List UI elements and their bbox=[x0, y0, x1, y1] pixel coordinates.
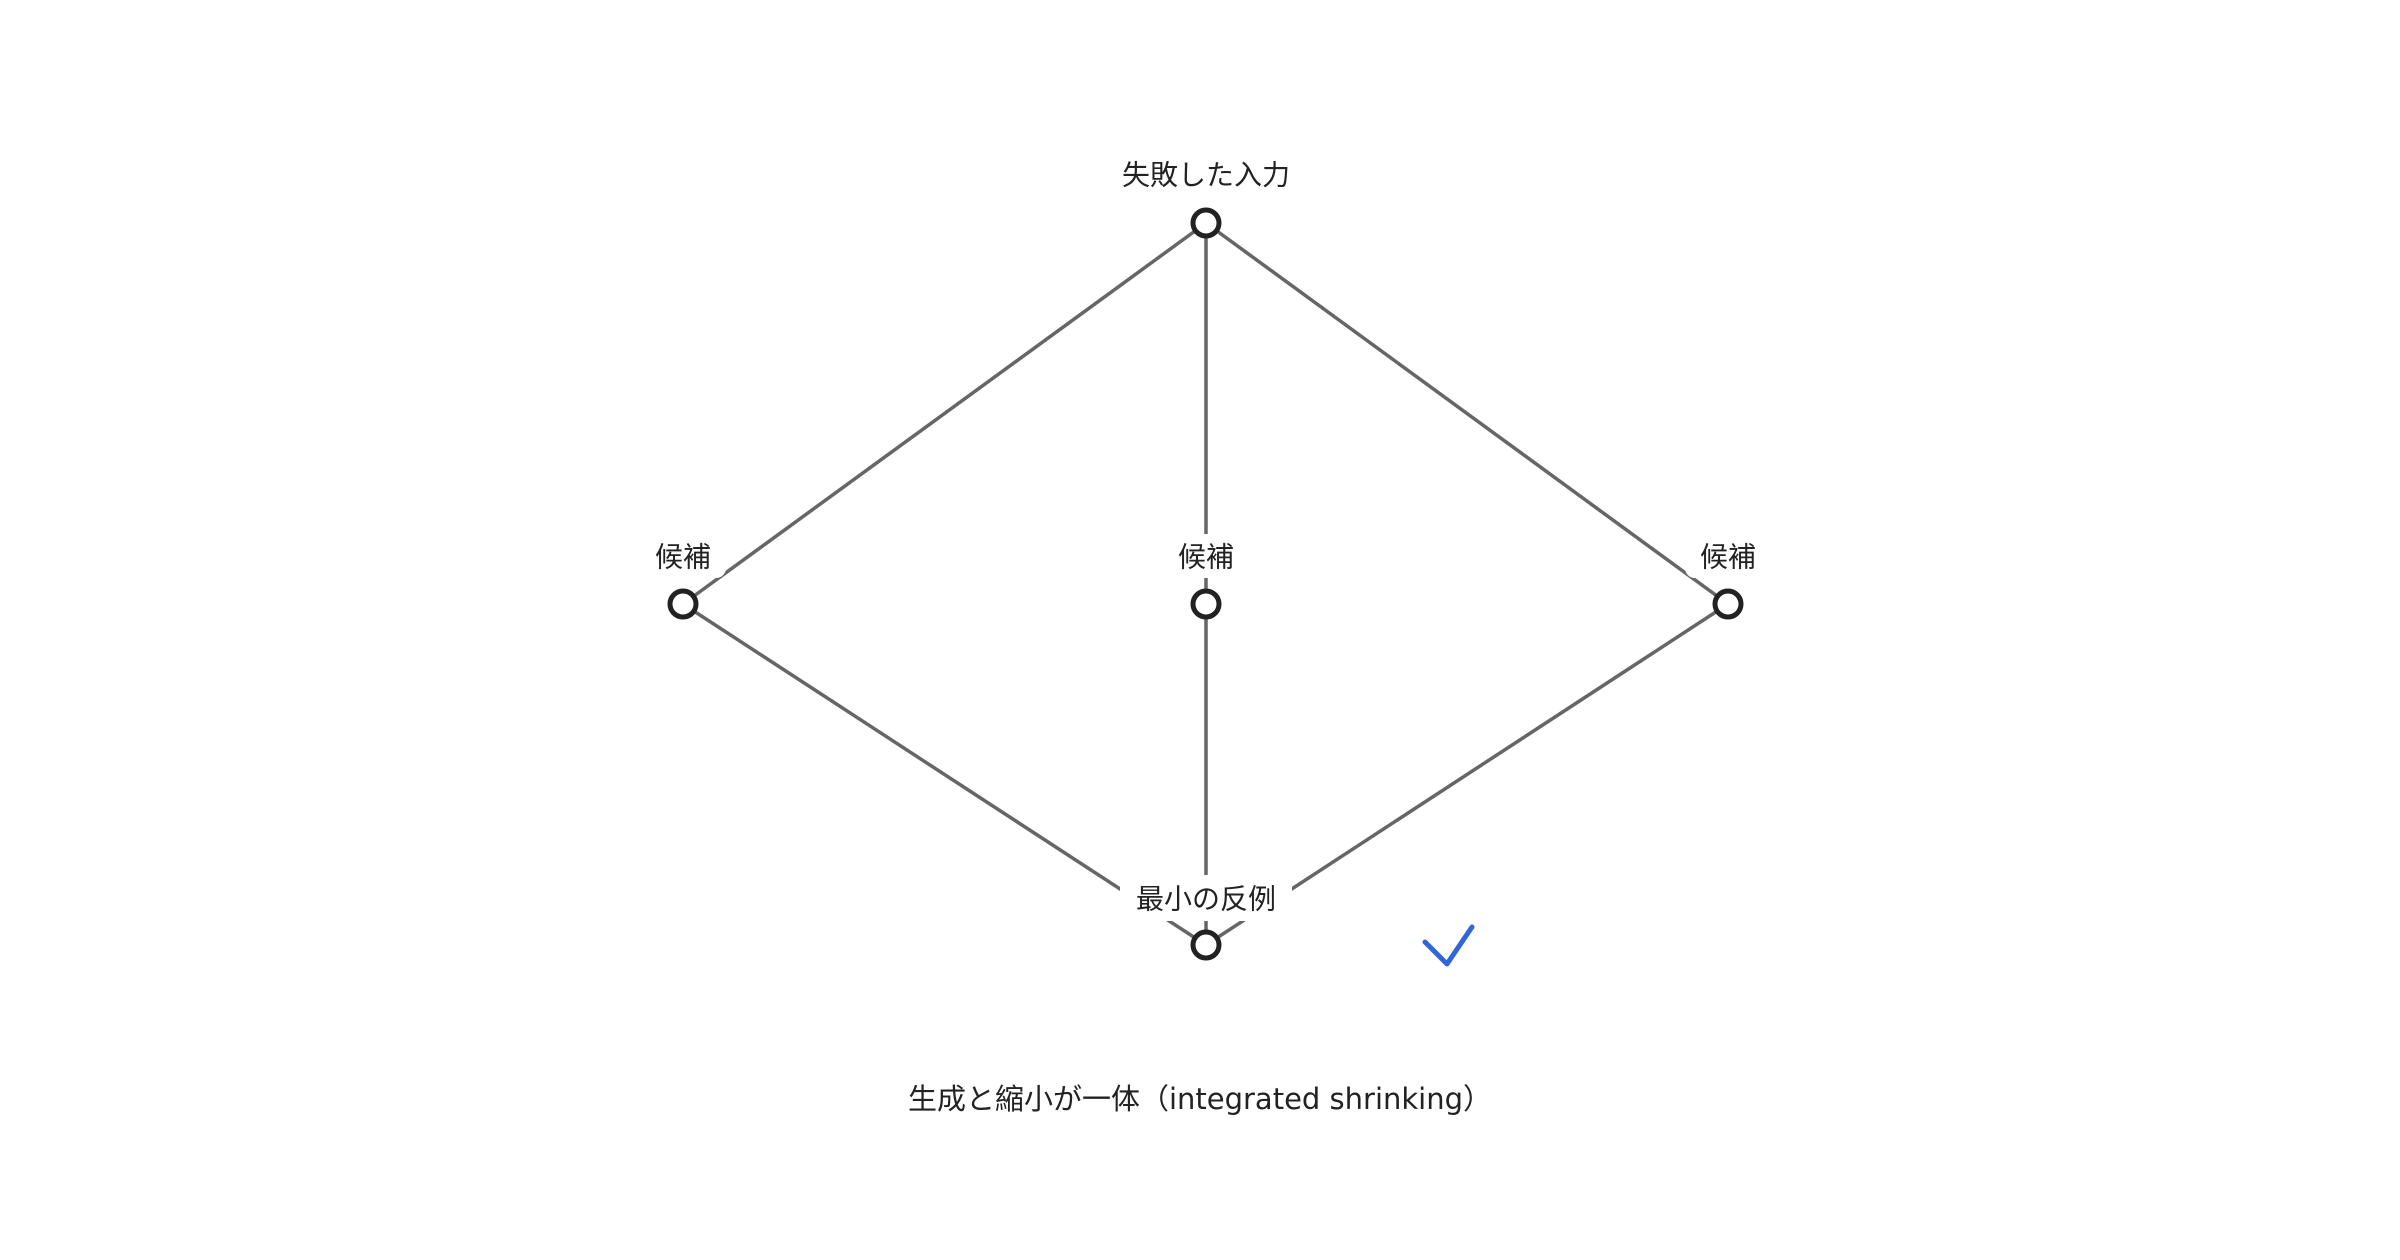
node-minimal bbox=[1190, 929, 1222, 961]
nodes bbox=[667, 207, 1744, 961]
edge-candidate-right-to-minimal bbox=[1204, 602, 1730, 947]
diagram-caption: 生成と縮小が一体（integrated shrinking） bbox=[908, 1082, 1492, 1116]
edge-root-to-candidate-right bbox=[1204, 221, 1730, 606]
edge-candidate-left-to-minimal bbox=[681, 602, 1208, 947]
node-candidate-right bbox=[1712, 588, 1744, 620]
node-label-root: 失敗した入力 bbox=[1100, 152, 1312, 196]
node-label-candidate-left-text: 候補 bbox=[655, 541, 711, 574]
node-label-candidate-right: 候補 bbox=[1685, 534, 1771, 578]
node-label-candidate-center: 候補 bbox=[1163, 534, 1249, 578]
node-candidate-left bbox=[667, 588, 699, 620]
node-root bbox=[1190, 207, 1222, 239]
edges bbox=[681, 221, 1730, 947]
edge-root-to-candidate-left bbox=[681, 221, 1208, 606]
node-label-candidate-right-text: 候補 bbox=[1700, 541, 1756, 574]
node-label-root-text: 失敗した入力 bbox=[1122, 159, 1290, 192]
node-label-candidate-center-text: 候補 bbox=[1178, 541, 1234, 574]
node-label-candidate-left: 候補 bbox=[640, 534, 726, 578]
check-icon bbox=[1422, 924, 1475, 967]
node-candidate-center bbox=[1190, 588, 1222, 620]
node-label-minimal: 最小の反例 bbox=[1120, 875, 1292, 921]
node-label-minimal-text: 最小の反例 bbox=[1136, 883, 1276, 916]
